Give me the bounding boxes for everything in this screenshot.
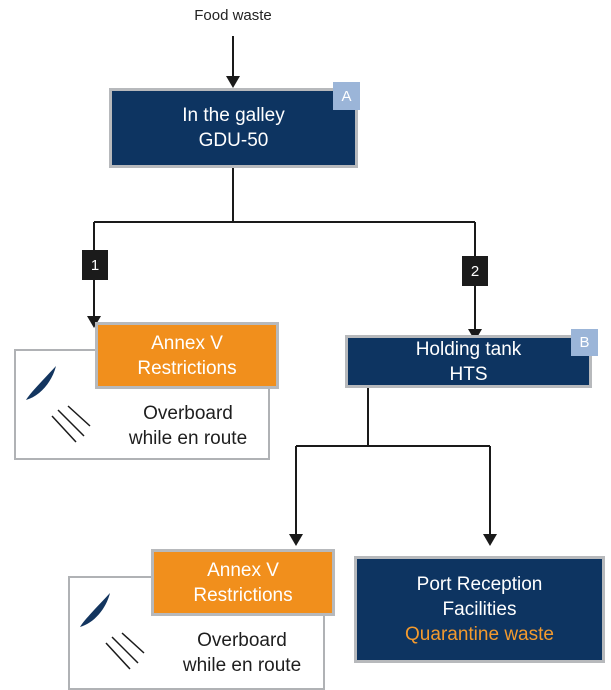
arrowhead [226, 76, 240, 88]
port-reception-box: Port Reception Facilities Quarantine was… [354, 556, 605, 663]
arrowhead [87, 316, 101, 328]
tag-a: A [333, 82, 360, 110]
annex-restrictions-bottom: Annex V Restrictions [151, 549, 335, 616]
quarantine-label: Quarantine waste [405, 624, 554, 645]
scoop-icon [26, 366, 56, 400]
galley-box: In the galley GDU-50 [109, 88, 358, 168]
input-label: Food waste [194, 7, 272, 24]
galley-title: In the galley [182, 105, 285, 126]
galley-model: GDU-50 [198, 130, 269, 151]
overboard-text-top: Overboard while en route [128, 403, 248, 449]
arrowhead [483, 534, 497, 546]
tag-b: B [571, 329, 598, 356]
overboard-text-bottom: Overboard while en route [182, 630, 302, 676]
scoop-icon [80, 593, 110, 627]
holding-tank-box: Holding tank HTS [345, 335, 592, 388]
arrowhead [289, 534, 303, 546]
branch-1-number: 1 [82, 250, 108, 280]
annex-restrictions-top: Annex V Restrictions [95, 322, 279, 389]
branch-2-number: 2 [462, 256, 488, 286]
spray-lines-icon [51, 405, 91, 443]
spray-lines-icon [105, 632, 145, 670]
